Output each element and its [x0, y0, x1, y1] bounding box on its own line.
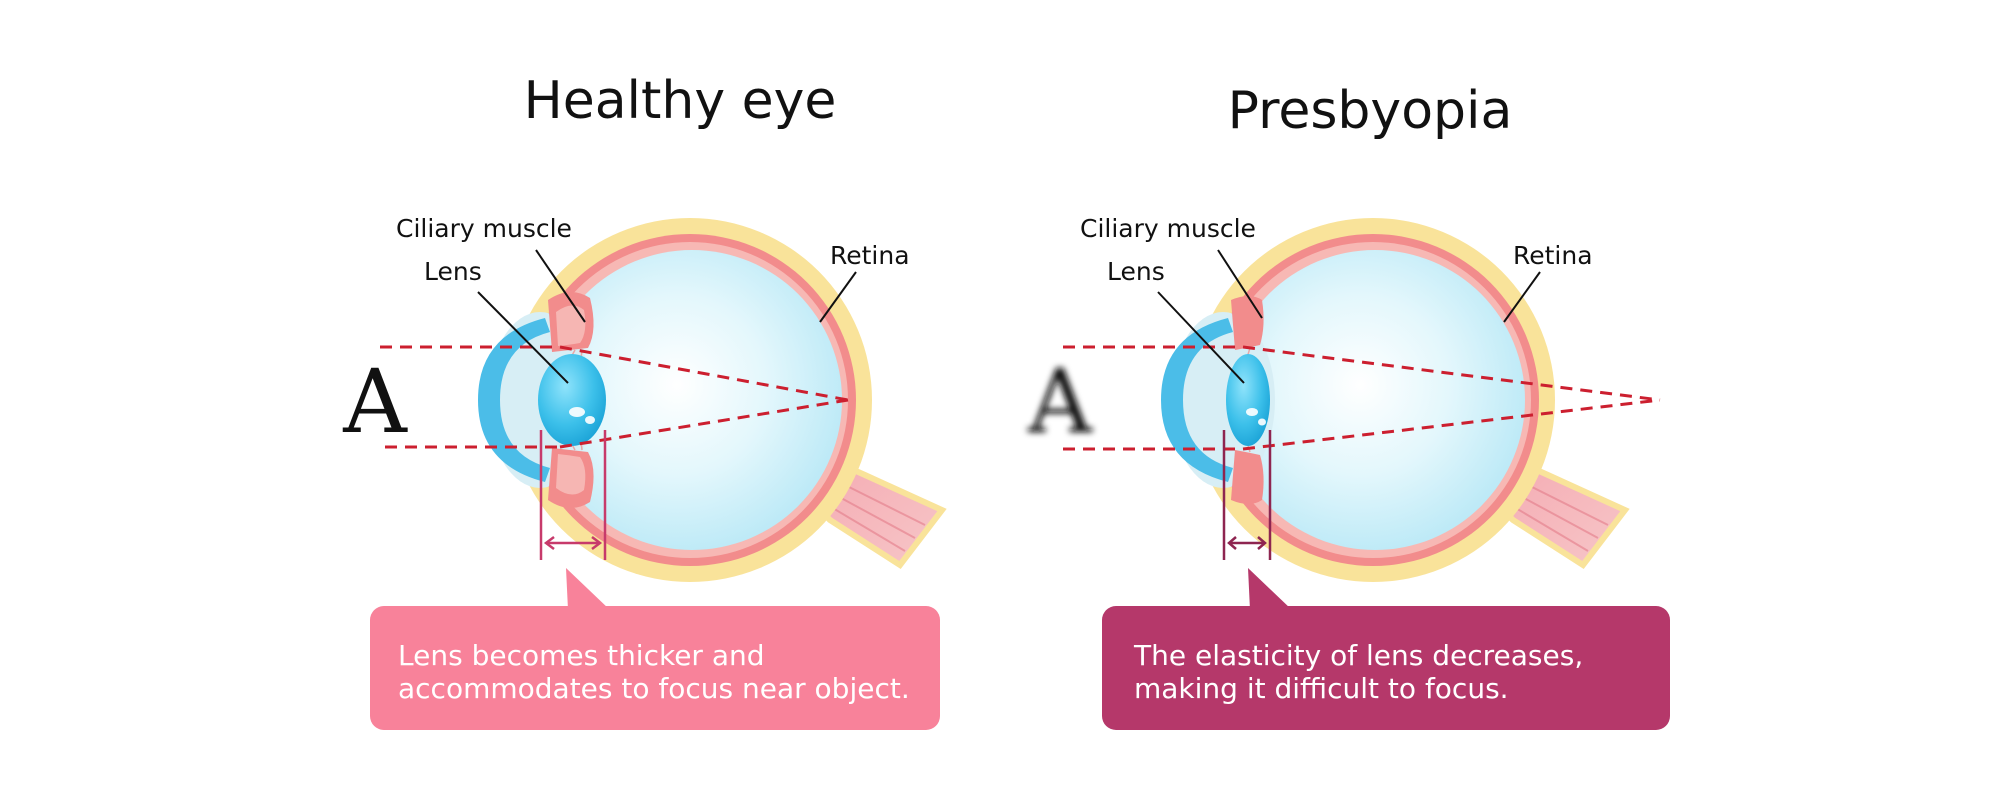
ciliary-body-upper [1231, 296, 1264, 350]
retina-label: Retina [830, 241, 910, 270]
lens-label: Lens [1107, 257, 1165, 286]
cornea [1161, 318, 1233, 482]
cornea [478, 318, 550, 482]
lens-label: Lens [424, 257, 482, 286]
vitreous-body [1225, 250, 1525, 550]
lens-leader [1157, 291, 1245, 384]
presbyopia-callout-line-2: making it difficult to focus. [1134, 672, 1509, 705]
ciliary-muscle-leader [535, 249, 586, 323]
lens-leader [477, 291, 569, 384]
light-rays-presbyopia [1063, 345, 1661, 451]
lens-thin [1226, 354, 1270, 446]
ciliary-muscle-leader [1217, 249, 1263, 319]
lens-thick [538, 354, 606, 446]
object-letter-blurred: A [1027, 350, 1093, 453]
ciliary-muscle-label: Ciliary muscle [1080, 214, 1256, 243]
healthy-callout: Lens becomes thicker and accommodates to… [370, 568, 940, 730]
healthy-eye-illustration [478, 218, 947, 582]
ciliary-muscle-label: Ciliary muscle [396, 214, 572, 243]
healthy-callout-line-1: Lens becomes thicker and [398, 639, 765, 672]
lens-thickness-indicator [539, 430, 607, 560]
presbyopia-eye-illustration [1161, 218, 1630, 582]
presbyopia-panel: Presbyopia [1027, 81, 1670, 730]
presbyopia-callout: The elasticity of lens decreases, making… [1102, 568, 1670, 730]
healthy-eye-title: Healthy eye [524, 71, 837, 131]
healthy-callout-line-2: accommodates to focus near object. [398, 672, 910, 705]
object-letter-sharp: A [342, 350, 408, 453]
light-rays-healthy [380, 345, 849, 449]
healthy-eye-panel: Healthy eye [342, 71, 947, 730]
presbyopia-callout-line-1: The elasticity of lens decreases, [1133, 639, 1583, 672]
lens-thickness-indicator [1222, 430, 1272, 560]
ciliary-body-lower [1231, 450, 1264, 504]
retina-label: Retina [1513, 241, 1593, 270]
retina-leader [819, 271, 857, 323]
vitreous-body [542, 250, 842, 550]
presbyopia-title: Presbyopia [1228, 81, 1513, 141]
retina-leader [1503, 271, 1541, 323]
